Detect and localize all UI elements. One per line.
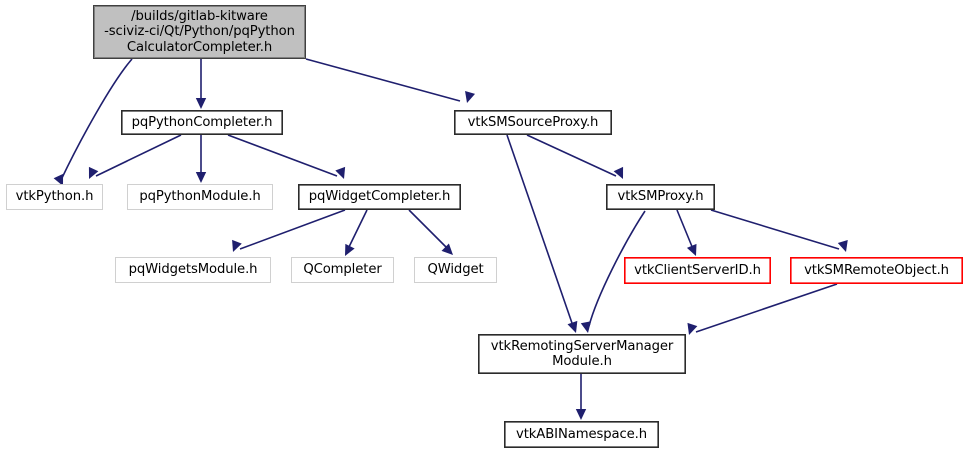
graph-edge <box>676 209 694 250</box>
graph-edge-arrowhead <box>53 173 64 186</box>
graph-node-label: pqWidgetsModule.h <box>128 262 258 278</box>
graph-edge-arrowhead <box>575 409 587 420</box>
graph-node-label: vtkSMRemoteObject.h <box>804 262 949 278</box>
graph-edge-arrowhead <box>613 166 624 179</box>
graph-node-root: /builds/gitlab-kitware -sciviz-ci/Qt/Pyt… <box>93 5 306 59</box>
graph-node-vtkSMSourceProxy[interactable]: vtkSMSourceProxy.h <box>454 110 612 135</box>
graph-node-label: vtkPython.h <box>15 189 94 205</box>
graph-node-pqPythonModule[interactable]: pqPythonModule.h <box>127 184 273 210</box>
graph-edge <box>526 134 617 177</box>
graph-edge <box>710 209 840 250</box>
graph-edge-arrowhead <box>465 90 476 103</box>
graph-node-QWidget[interactable]: QWidget <box>414 257 497 283</box>
graph-edge <box>588 210 646 327</box>
graph-node-vtkRemotingServerManagerModule[interactable]: vtkRemotingServerManager Module.h <box>478 334 686 374</box>
graph-edge-arrowhead <box>580 321 592 333</box>
graph-node-label: QCompleter <box>303 262 382 278</box>
graph-node-label: QWidget <box>427 262 484 278</box>
graph-edge <box>305 58 461 102</box>
graph-node-vtkSMProxy[interactable]: vtkSMProxy.h <box>606 184 715 210</box>
graph-edge-arrowhead <box>195 98 207 109</box>
graph-node-vtkSMRemoteObject[interactable]: vtkSMRemoteObject.h <box>790 257 963 284</box>
graph-node-label: vtkRemotingServerManager Module.h <box>490 338 674 370</box>
graph-edge <box>347 209 368 250</box>
graph-node-vtkABINamespace[interactable]: vtkABINamespace.h <box>504 421 659 448</box>
graph-edge-arrowhead <box>232 239 242 252</box>
graph-edge <box>239 209 346 250</box>
graph-node-label: pqPythonModule.h <box>139 189 261 205</box>
graph-edge-arrowhead <box>687 322 698 335</box>
graph-edge <box>227 134 338 177</box>
graph-edge-arrowhead <box>345 243 355 256</box>
graph-edge <box>408 209 449 250</box>
graph-edge-arrowhead <box>686 243 697 256</box>
graph-node-pqWidgetsModule[interactable]: pqWidgetsModule.h <box>115 257 271 283</box>
graph-edge-arrowhead <box>837 239 848 252</box>
graph-edge <box>506 134 574 327</box>
graph-edge-arrowhead <box>88 166 99 179</box>
graph-edge-arrowhead <box>567 320 578 333</box>
graph-node-QCompleter[interactable]: QCompleter <box>291 257 394 283</box>
graph-node-label: /builds/gitlab-kitware -sciviz-ci/Qt/Pyt… <box>104 8 295 55</box>
graph-node-vtkClientServerID[interactable]: vtkClientServerID.h <box>624 257 771 284</box>
graph-node-label: vtkSMSourceProxy.h <box>467 114 599 130</box>
graph-edge-arrowhead <box>441 243 453 255</box>
graph-node-label: vtkClientServerID.h <box>634 262 761 278</box>
graph-edge-arrowhead <box>335 166 346 179</box>
graph-edge <box>695 283 838 333</box>
graph-node-label: vtkABINamespace.h <box>515 426 647 442</box>
graph-node-label: pqPythonCompleter.h <box>131 114 273 130</box>
graph-edge <box>95 134 182 177</box>
graph-node-pqWidgetCompleter[interactable]: pqWidgetCompleter.h <box>298 184 461 210</box>
graph-edge-arrowhead <box>195 172 207 183</box>
graph-node-label: vtkSMProxy.h <box>617 189 704 205</box>
graph-node-pqPythonCompleter[interactable]: pqPythonCompleter.h <box>121 110 283 135</box>
graph-node-vtkPython[interactable]: vtkPython.h <box>6 184 103 210</box>
graph-node-label: pqWidgetCompleter.h <box>308 189 451 205</box>
graph-edge <box>60 58 133 181</box>
